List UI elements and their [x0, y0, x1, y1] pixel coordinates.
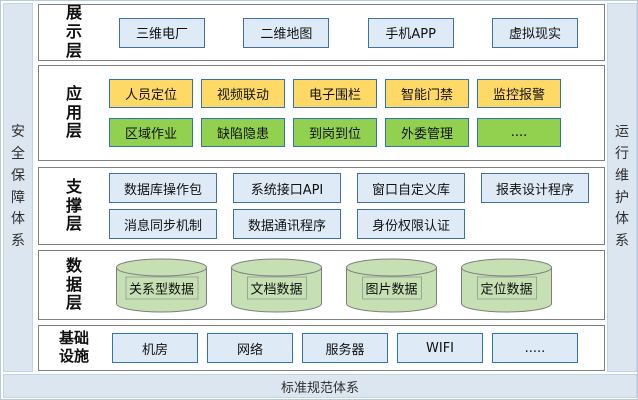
cylinder-label: 定位数据	[476, 276, 537, 300]
right-pillar-operations: 运 行 维 护 体 系	[607, 3, 637, 372]
database-cylinder: 定位数据	[459, 258, 554, 313]
layer-infrastructure: 基础 设施 机房 网络 服务器 WIFI .....	[38, 325, 605, 371]
cylinder-label: 关系型数据	[124, 276, 199, 300]
left-pillar-security: 安 全 保 障 体 系	[3, 3, 33, 372]
bottom-pillar-standards: 标准规范体系	[3, 374, 637, 398]
cylinder-shape	[116, 258, 207, 312]
layer-infrastructure-label: 基础 设施	[58, 329, 89, 365]
layer-application: 应 用 层 人员定位 视频联动 电子围栏 智能门禁 监控报警 区域作业 缺陷隐患…	[38, 65, 605, 161]
right-pillar-label: 运 行 维 护 体 系	[615, 124, 629, 249]
layer-presentation-label: 展 示 层	[65, 3, 82, 60]
diagram-box: 监控报警	[477, 79, 561, 108]
cylinder-label: 图片数据	[361, 276, 422, 300]
left-pillar-label: 安 全 保 障 体 系	[11, 124, 25, 249]
database-cylinder: 文档数据	[229, 258, 324, 313]
diagram-box: 电子围栏	[293, 79, 377, 108]
diagram-box: 报表设计程序	[481, 173, 589, 203]
database-cylinder: 图片数据	[344, 258, 439, 313]
diagram-box: 三维电厂	[119, 17, 205, 48]
diagram-box: 二维地图	[243, 17, 330, 48]
diagram-box: 视频联动	[201, 79, 285, 108]
diagram-box: 数据库操作包	[109, 173, 217, 203]
diagram-box: 网络	[207, 333, 293, 363]
diagram-box: 外委管理	[385, 118, 469, 147]
diagram-box: ....	[477, 118, 561, 147]
diagram-box: 智能门禁	[385, 79, 469, 108]
layer-data-label: 数 据 层	[65, 255, 82, 313]
diagram-box: 手机APP	[367, 17, 454, 48]
diagram-box: 服务器	[302, 333, 388, 363]
diagram-box: 系统接口API	[233, 173, 341, 203]
database-cylinder: 关系型数据	[114, 258, 209, 313]
diagram-box: 窗口自定义库	[357, 173, 465, 203]
diagram-box: 人员定位	[109, 79, 193, 108]
cylinder-shape	[231, 258, 322, 312]
diagram-box: 区域作业	[109, 118, 193, 147]
cylinder-shape	[461, 258, 552, 312]
diagram-box: 消息同步机制	[109, 209, 217, 239]
diagram-box: 身份权限认证	[357, 209, 465, 239]
layer-support: 支 撑 层 数据库操作包 系统接口API 窗口自定义库 报表设计程序 消息同步机…	[38, 167, 605, 245]
layer-data: 数 据 层 关系型数据 文档数据	[38, 250, 605, 320]
diagram-box: 机房	[112, 333, 198, 363]
cylinder-label: 文档数据	[246, 276, 307, 300]
bottom-pillar-label: 标准规范体系	[280, 380, 359, 396]
diagram-box: .....	[492, 333, 578, 363]
layer-presentation: 展 示 层 三维电厂 二维地图 手机APP 虚拟现实	[38, 3, 605, 61]
cylinder-shape	[346, 258, 437, 312]
diagram-box: 虚拟现实	[491, 17, 578, 48]
diagram-box: 数据通讯程序	[233, 209, 341, 239]
diagram-box: 缺陷隐患	[201, 118, 285, 147]
diagram-box: WIFI	[397, 333, 483, 363]
layer-support-label: 支 撑 层	[65, 176, 82, 234]
layer-application-label: 应 用 层	[65, 83, 82, 141]
diagram-box: 到岗到位	[293, 118, 377, 147]
